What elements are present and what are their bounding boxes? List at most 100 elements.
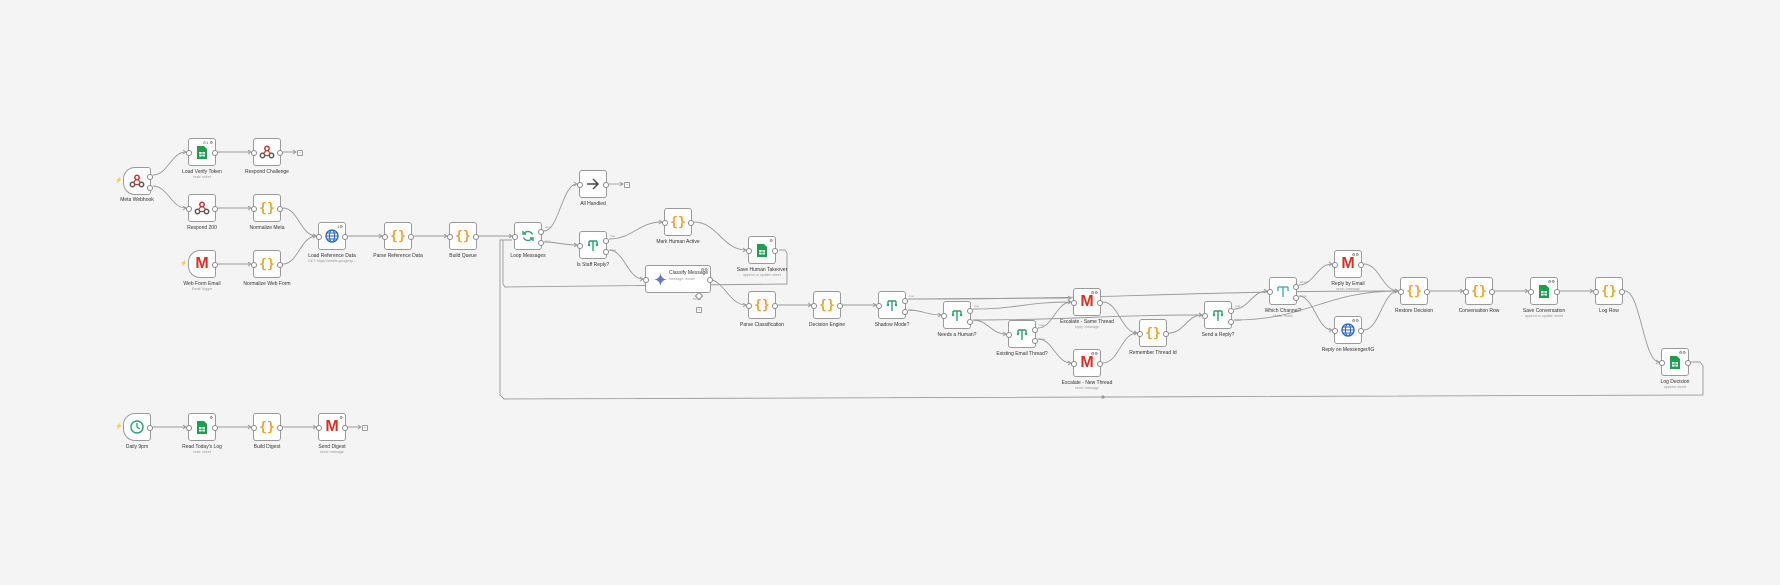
output-port-false[interactable] — [603, 249, 609, 255]
loop-messages-node[interactable] — [512, 222, 544, 250]
input-port[interactable] — [643, 277, 649, 283]
output-port[interactable] — [212, 425, 218, 431]
add-model-button[interactable]: + — [696, 307, 702, 313]
input-port[interactable] — [1267, 289, 1273, 295]
input-port[interactable] — [316, 234, 322, 240]
input-port[interactable] — [1137, 331, 1143, 337]
connection-wire[interactable] — [1102, 332, 1138, 364]
output-port[interactable] — [707, 277, 713, 283]
escalate-new-thread-node[interactable]: ⚙⚙ M — [1071, 349, 1103, 377]
output-port[interactable] — [277, 425, 283, 431]
input-port[interactable] — [186, 425, 192, 431]
meta-webhook-node[interactable]: ⚡ — [115, 167, 153, 195]
add-node-button[interactable]: + — [297, 150, 303, 156]
input-port[interactable] — [1659, 360, 1665, 366]
input-port[interactable] — [746, 303, 752, 309]
output-port[interactable] — [342, 425, 348, 431]
output-port[interactable] — [212, 262, 218, 268]
input-port[interactable] — [1593, 289, 1599, 295]
reply-by-email-node[interactable]: ⚙⚙ M — [1332, 250, 1364, 278]
output-port-false[interactable] — [1228, 319, 1234, 325]
input-port[interactable] — [251, 262, 257, 268]
parse-reference-data-node[interactable]: {} — [382, 222, 414, 250]
shadow-mode-node[interactable] — [876, 291, 908, 319]
output-port[interactable] — [147, 425, 153, 431]
connection-wire[interactable] — [1624, 290, 1660, 363]
output-port-meta[interactable] — [1293, 295, 1299, 301]
mark-human-active-node[interactable]: {} — [662, 208, 694, 236]
existing-email-thread-node[interactable] — [1006, 320, 1038, 348]
input-port[interactable] — [876, 303, 882, 309]
output-port[interactable] — [473, 234, 479, 240]
web-form-email-node[interactable]: ⚡ M — [180, 250, 218, 278]
output-port-true[interactable] — [967, 308, 973, 314]
output-port-email[interactable] — [1293, 284, 1299, 290]
input-port[interactable] — [1463, 289, 1469, 295]
output-port[interactable] — [342, 234, 348, 240]
input-port[interactable] — [1398, 289, 1404, 295]
output-port[interactable] — [837, 303, 843, 309]
connection-wire[interactable] — [282, 207, 317, 237]
save-human-takeover-node[interactable]: ⚙ — [746, 236, 778, 264]
classify-message-node[interactable]: ⚙⚙ Classify Message message: model — [643, 265, 713, 293]
input-port[interactable] — [382, 234, 388, 240]
send-a-reply-node[interactable] — [1202, 301, 1234, 329]
output-port[interactable] — [688, 220, 694, 226]
input-port[interactable] — [512, 234, 518, 240]
conversation-row-node[interactable]: {} — [1463, 277, 1495, 305]
output-port[interactable] — [1358, 262, 1364, 268]
output-port-false[interactable] — [1032, 338, 1038, 344]
output-port[interactable] — [1163, 331, 1169, 337]
output-port[interactable] — [772, 303, 778, 309]
connection-wire[interactable] — [608, 221, 663, 240]
output-port[interactable] — [277, 150, 283, 156]
input-port[interactable] — [1332, 262, 1338, 268]
connection-wire[interactable] — [907, 297, 1072, 300]
respond-challenge-node[interactable] — [251, 138, 283, 166]
output-port-false[interactable] — [967, 319, 973, 325]
read-todays-log-node[interactable]: ⚙ — [186, 413, 218, 441]
connection-wire[interactable] — [972, 301, 1072, 310]
output-port[interactable] — [772, 248, 778, 254]
is-staff-reply-node[interactable] — [577, 231, 609, 259]
input-port[interactable] — [1071, 300, 1077, 306]
respond-200-node[interactable] — [186, 194, 218, 222]
all-handled-node[interactable] — [577, 170, 609, 198]
connection-wire[interactable] — [693, 221, 747, 251]
output-port-false[interactable] — [902, 309, 908, 315]
connection-wire[interactable] — [543, 183, 578, 232]
log-row-node[interactable]: {} — [1593, 277, 1625, 305]
output-port[interactable] — [1097, 300, 1103, 306]
build-digest-node[interactable]: {} — [251, 413, 283, 441]
output-port-true[interactable] — [1032, 327, 1038, 333]
input-port[interactable] — [941, 313, 947, 319]
log-decision-node[interactable]: ⚙⚙ — [1659, 348, 1691, 376]
which-channel-node[interactable] — [1267, 277, 1299, 305]
input-port[interactable] — [577, 243, 583, 249]
input-port[interactable] — [186, 206, 192, 212]
output-port-true[interactable] — [1228, 308, 1234, 314]
needs-a-human-node[interactable] — [941, 301, 973, 329]
output-port[interactable] — [1424, 289, 1430, 295]
output-port-true[interactable] — [603, 238, 609, 244]
output-port[interactable] — [277, 206, 283, 212]
input-port[interactable] — [251, 425, 257, 431]
output-port[interactable] — [1489, 289, 1495, 295]
output-port-loop[interactable] — [538, 240, 544, 246]
output-port[interactable] — [1358, 328, 1364, 334]
load-reference-data-node[interactable]: 1⚙ — [316, 222, 348, 250]
output-port[interactable] — [603, 182, 609, 188]
normalize-web-form-node[interactable]: {} — [251, 250, 283, 278]
add-node-button[interactable]: + — [624, 182, 630, 188]
decision-engine-node[interactable]: {} — [811, 291, 843, 319]
output-port-done[interactable] — [538, 229, 544, 235]
output-port-true[interactable] — [902, 298, 908, 304]
input-port[interactable] — [577, 182, 583, 188]
input-port[interactable] — [1528, 289, 1534, 295]
output-port[interactable] — [1619, 289, 1625, 295]
input-port[interactable] — [811, 303, 817, 309]
input-port[interactable] — [1332, 328, 1338, 334]
parse-classification-node[interactable]: {} — [746, 291, 778, 319]
input-port[interactable] — [251, 206, 257, 212]
output-port[interactable] — [277, 262, 283, 268]
